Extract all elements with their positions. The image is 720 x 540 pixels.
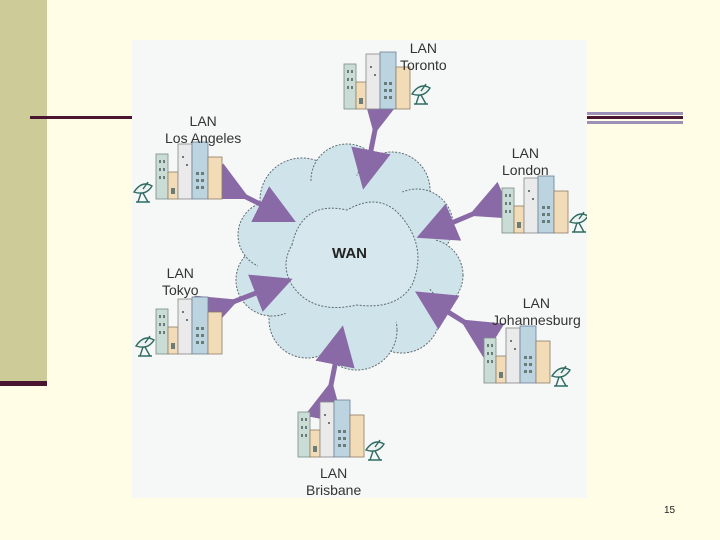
brisbane-dish-icon [365,439,385,461]
tokyo-dish-icon [135,335,155,357]
link-london-arrow [416,181,514,241]
toronto-dish-icon [411,83,431,105]
link-arrows [194,91,514,424]
page-number: 15 [664,505,676,516]
link-toronto-arrow [351,91,402,190]
brisbane-buildings [297,399,365,458]
link-los-angeles-arrow [205,163,296,222]
tokyo-buildings [155,296,223,355]
link-brisbane-arrow [304,325,355,424]
london-dish-icon [569,211,587,233]
wan-label: WAN [332,245,367,262]
london-buildings [501,175,569,234]
title-rule-left [30,116,132,119]
johannesburg-buildings [483,325,551,384]
title-rule-right [587,112,683,124]
los-angeles-buildings [155,141,223,200]
diagram-graphics [133,51,587,461]
link-johannesburg-arrow [415,291,505,358]
los-angeles-dish-icon [133,181,153,203]
link-tokyo-arrow [194,274,293,333]
slide-sidebar [0,0,47,386]
johannesburg-dish-icon [551,365,571,387]
sidebar-rule [0,381,47,386]
